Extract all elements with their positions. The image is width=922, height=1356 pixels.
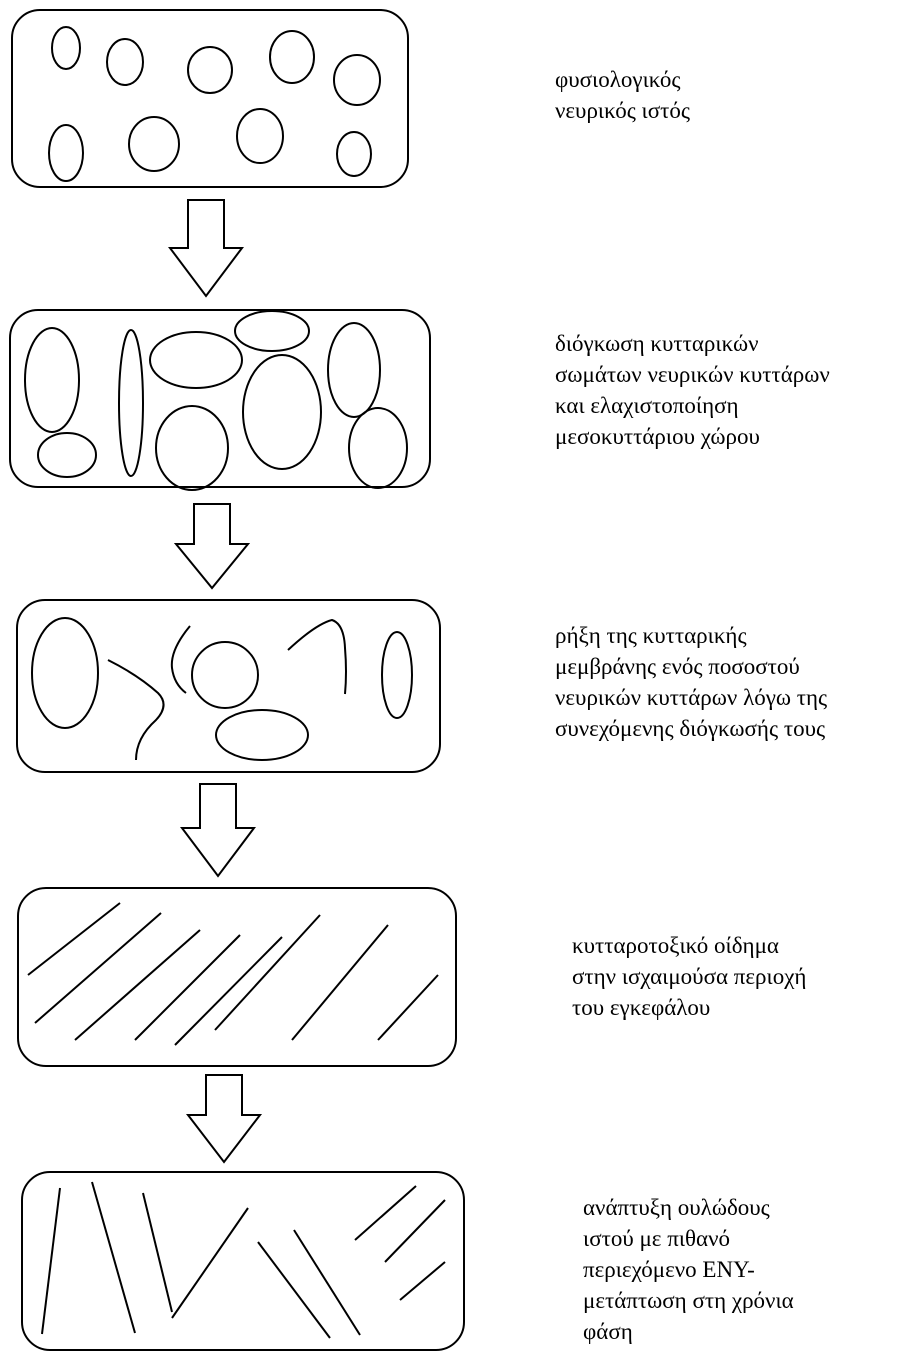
stage-3-label-line: ρήξη της κυτταρικής	[555, 623, 747, 648]
stage-5-label-line: ιστού με πιθανό	[583, 1226, 730, 1251]
stage-5-label-line: ανάπτυξη ουλώδους	[583, 1195, 770, 1220]
stage-1-normal-tissue-box	[11, 9, 409, 188]
stage-2-cell-swelling-box	[9, 309, 431, 491]
stage-3-label: ρήξη της κυτταρικής μεμβράνης ενός ποσοσ…	[555, 620, 827, 744]
stage-3-membrane-rupture-box	[16, 599, 441, 773]
stage-4-label-line: κυτταροτοξικό οίδημα	[572, 933, 779, 958]
stage-5-label: ανάπτυξη ουλώδους ιστού με πιθανό περιεχ…	[583, 1192, 794, 1347]
arrow-3	[180, 783, 256, 878]
stage-4-label: κυτταροτοξικό οίδημα στην ισχαιμούσα περ…	[572, 930, 806, 1023]
arrow-1	[168, 199, 244, 298]
stage-4-cytotoxic-edema-box	[17, 887, 457, 1067]
arrow-4	[185, 1074, 263, 1164]
stage-1-label-line: φυσιολογικός	[555, 67, 681, 92]
stage-3-label-line: μεμβράνης ενός ποσοστού	[555, 654, 800, 679]
stage-1-label-line: νευρικός ιστός	[555, 98, 690, 123]
stage-5-scar-tissue-box	[21, 1171, 465, 1351]
stage-3-label-line: νευρικών κυττάρων λόγω της	[555, 685, 828, 710]
stage-1-label: φυσιολογικός νευρικός ιστός	[555, 64, 690, 126]
stage-2-label-line: μεσοκυττάριου χώρου	[555, 424, 760, 449]
arrow-2	[173, 503, 251, 590]
stage-4-label-line: του εγκεφάλου	[572, 995, 711, 1020]
stage-4-label-line: στην ισχαιμούσα περιοχή	[572, 964, 807, 989]
stage-2-label-line: διόγκωση κυτταρικών	[555, 331, 759, 356]
stage-5-label-line: φάση	[583, 1319, 633, 1344]
stage-2-label-line: και ελαχιστοποίηση	[555, 393, 739, 418]
stage-2-label-line: σωμάτων νευρικών κυττάρων	[555, 362, 830, 387]
stage-5-label-line: μετάπτωση στη χρόνια	[583, 1288, 794, 1313]
stage-3-label-line: συνεχόμενης διόγκωσής τους	[555, 716, 826, 741]
stage-5-label-line: περιεχόμενο ΕΝΥ-	[583, 1257, 755, 1282]
stage-2-label: διόγκωση κυτταρικών σωμάτων νευρικών κυτ…	[555, 328, 830, 452]
